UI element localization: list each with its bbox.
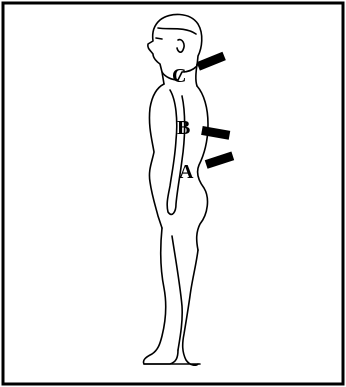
- back-contour: [197, 86, 208, 250]
- eye: [156, 38, 162, 39]
- marker-c-bar: [197, 52, 226, 71]
- label-c: C: [172, 65, 186, 87]
- arm-outline: [167, 90, 184, 214]
- front-leg: [143, 228, 178, 364]
- back-leg: [183, 250, 198, 365]
- frame-border: [3, 3, 343, 384]
- label-b: B: [177, 117, 190, 139]
- label-a: A: [179, 161, 194, 183]
- hair-line: [158, 28, 196, 34]
- inner-leg-line: [172, 236, 182, 350]
- ear: [177, 40, 184, 53]
- marker-b-bar: [201, 126, 230, 140]
- neck-back: [196, 64, 197, 86]
- front-contour: [149, 84, 164, 228]
- marker-a-bar: [205, 152, 234, 169]
